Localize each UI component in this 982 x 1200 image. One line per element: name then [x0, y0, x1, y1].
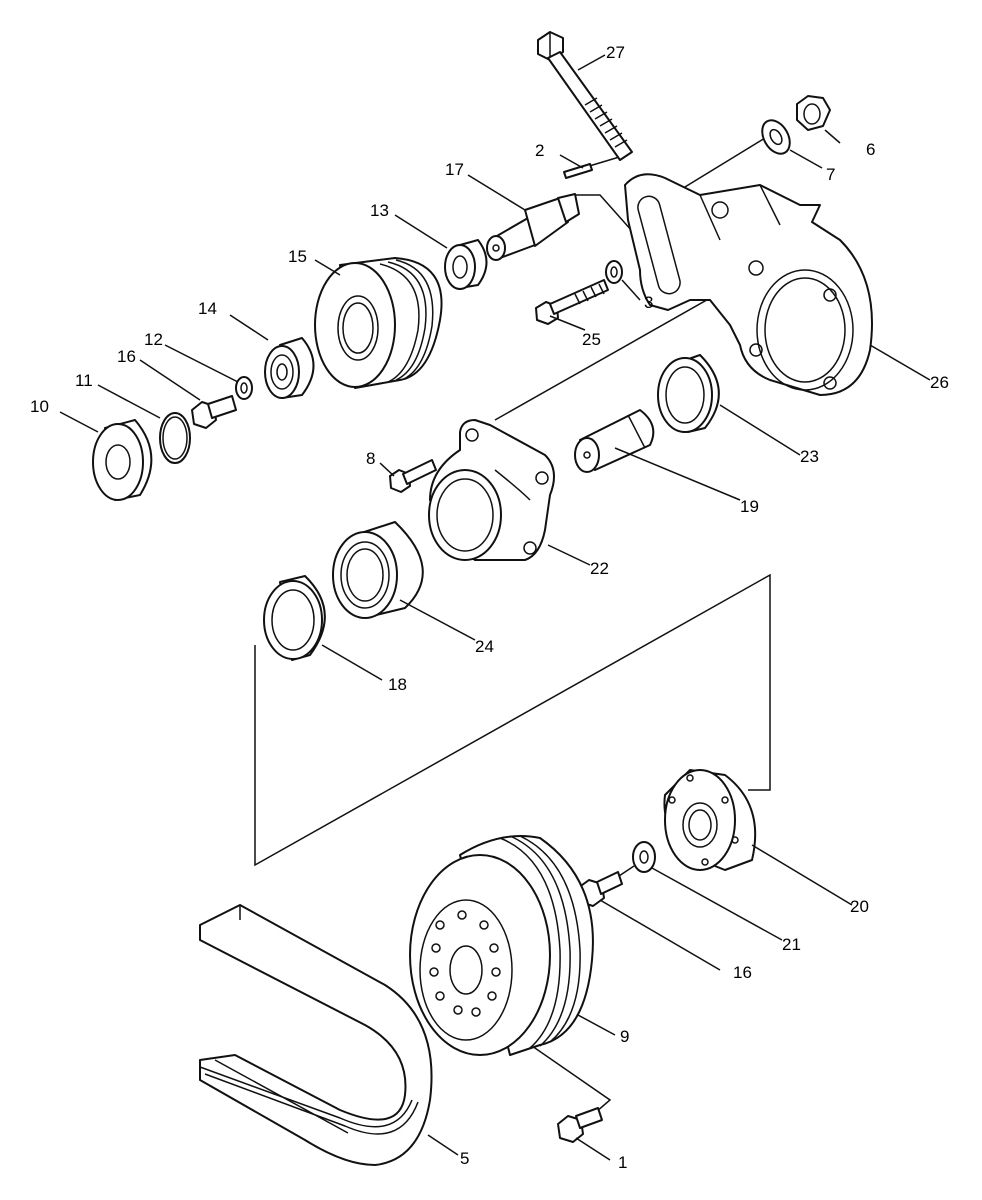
callout-1: 1: [618, 1153, 627, 1172]
leader-lines: [59, 54, 931, 1161]
seal-23: [657, 354, 720, 433]
shaft-17: [486, 193, 580, 261]
callout-3: 3: [644, 293, 653, 312]
washer-21: [632, 841, 656, 873]
bolt-1: [557, 1107, 603, 1143]
callout-20: 20: [850, 897, 869, 916]
callout-23: 23: [800, 447, 819, 466]
callout-10: 10: [30, 397, 49, 416]
bolt-27: [537, 31, 633, 161]
bolt-16-upper: [191, 395, 237, 429]
callout-17: 17: [445, 160, 464, 179]
cap-10: [92, 419, 153, 501]
callout-22: 22: [590, 559, 609, 578]
pin-2: [563, 163, 593, 179]
washer-7: [761, 119, 791, 155]
callout-19: 19: [740, 497, 759, 516]
callout-5: 5: [460, 1149, 469, 1168]
callout-16-lower: 16: [733, 963, 752, 982]
callout-15: 15: [288, 247, 307, 266]
bearing-13: [444, 239, 488, 290]
bearing-24: [332, 521, 424, 619]
callout-25: 25: [582, 330, 601, 349]
o-ring-11: [159, 412, 191, 464]
callout-11: 11: [75, 371, 93, 390]
bearing-14: [264, 337, 315, 399]
bolt-25: [535, 279, 609, 325]
callout-2: 2: [535, 141, 544, 160]
pulley-15: [314, 257, 443, 389]
bolt-16-lower: [577, 871, 623, 907]
belt-5: [199, 904, 433, 1166]
callout-7: 7: [826, 165, 835, 184]
washer-12: [235, 376, 253, 400]
pulley-9: [409, 835, 594, 1056]
hub-20: [663, 769, 757, 871]
nut-6: [796, 95, 831, 131]
sleeve-19: [574, 409, 655, 473]
callout-13: 13: [370, 201, 389, 220]
callout-9: 9: [620, 1027, 629, 1046]
callout-24: 24: [475, 637, 494, 656]
bracket-26: [624, 173, 873, 396]
callout-18: 18: [388, 675, 407, 694]
callout-14: 14: [198, 299, 217, 318]
seal-18: [263, 575, 326, 661]
bolt-8: [389, 459, 437, 493]
callout-26: 26: [930, 373, 949, 392]
callout-8: 8: [366, 449, 375, 468]
washer-3: [605, 260, 623, 284]
callout-12: 12: [144, 330, 163, 349]
callout-6: 6: [866, 140, 875, 159]
callout-labels: 27 2 6 7 17 13 15 14 12 16 11 10 3 25 26…: [30, 43, 949, 1172]
callout-21: 21: [782, 935, 801, 954]
housing-22: [428, 419, 555, 561]
callout-27: 27: [606, 43, 625, 62]
callout-16-upper: 16: [117, 347, 136, 366]
